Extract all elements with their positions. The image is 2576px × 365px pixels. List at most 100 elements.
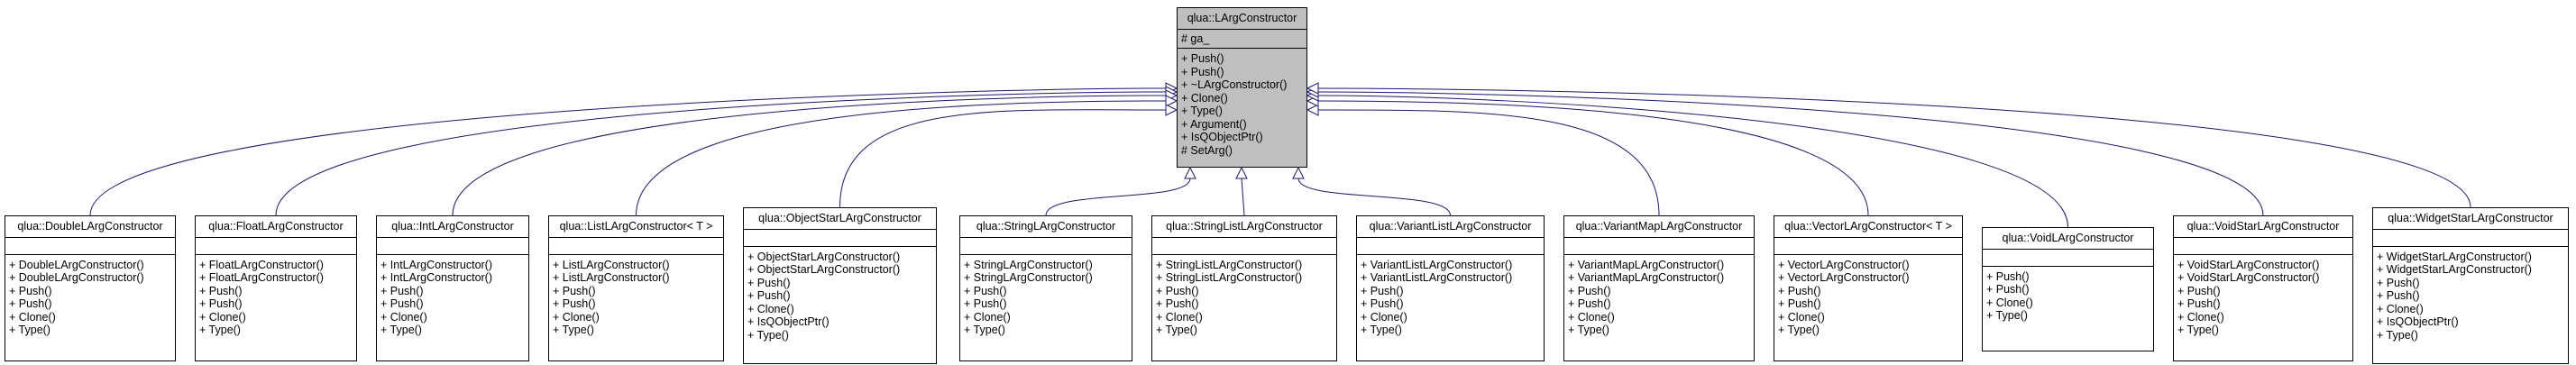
class-box-derived[interactable]: qlua::StringLArgConstructor+ StringLArgC… <box>959 215 1132 361</box>
method-line: + ObjectStarLArgConstructor() <box>747 263 901 276</box>
method-line: + Clone() <box>2377 302 2424 315</box>
method-line: + Push() <box>1156 297 1199 310</box>
inheritance-edge <box>1317 109 1660 216</box>
class-attributes <box>549 238 723 255</box>
class-attributes <box>1983 250 2153 267</box>
method-line: + Type() <box>1986 309 2028 322</box>
class-box-derived[interactable]: qlua::DoubleLArgConstructor+ DoubleLArgC… <box>5 215 176 361</box>
method-line: + Clone() <box>9 310 56 324</box>
method-line: + Type() <box>747 328 789 342</box>
inheritance-edge <box>275 91 1167 216</box>
method-line: + Type() <box>1181 105 1223 117</box>
inheritance-edge <box>1317 87 2471 208</box>
method-line: + DoubleLArgConstructor() <box>9 258 144 271</box>
method-line: + StringLArgConstructor() <box>964 258 1093 271</box>
class-methods: + StringListLArgConstructor()+ StringLis… <box>1152 255 1336 340</box>
method-line: + Type() <box>1361 324 1402 336</box>
method-line: + Push() <box>747 276 791 289</box>
method-line: + ListLArgConstructor() <box>553 258 670 271</box>
inheritance-edge <box>1297 178 1451 216</box>
method-line: + Type() <box>964 324 1005 336</box>
class-title: qlua::VariantMapLArgConstructor <box>1564 216 1754 238</box>
method-line: + Clone() <box>1156 310 1203 324</box>
method-line: + Push() <box>9 284 52 297</box>
method-line: + VariantListLArgConstructor() <box>1361 258 1513 271</box>
class-box-derived[interactable]: qlua::VectorLArgConstructor< T >+ Vector… <box>1774 215 1963 361</box>
method-line: + IsQObjectPtr() <box>747 315 830 328</box>
class-attributes <box>377 238 528 255</box>
method-line: # SetArg() <box>1181 143 1233 157</box>
class-attributes <box>1357 238 1544 255</box>
class-methods: + VariantListLArgConstructor()+ VariantL… <box>1357 255 1544 340</box>
method-line: + Clone() <box>2177 310 2224 324</box>
class-box-derived[interactable]: qlua::IntLArgConstructor+ IntLArgConstru… <box>376 215 529 361</box>
method-line: + VectorLArgConstructor() <box>1778 271 1910 284</box>
method-line: + Push() <box>1361 297 1404 310</box>
inheritance-arrowhead <box>1292 166 1305 179</box>
method-line: + Type() <box>553 324 594 336</box>
class-box-base[interactable]: qlua::LArgConstructor # ga_ + Push() + P… <box>1177 7 1307 168</box>
method-line: + DoubleLArgConstructor() <box>9 271 144 284</box>
class-title: qlua::VectorLArgConstructor< T > <box>1774 216 1962 238</box>
method-line: + Push() <box>1361 284 1404 297</box>
method-line: + Push() <box>199 297 243 310</box>
method-line: + Push() <box>1181 65 1224 78</box>
method-line: + Type() <box>1156 324 1197 336</box>
class-box-derived[interactable]: qlua::VariantMapLArgConstructor+ Variant… <box>1563 215 1755 361</box>
class-box-derived[interactable]: qlua::ListLArgConstructor< T >+ ListLArg… <box>548 215 724 361</box>
method-line: + Clone() <box>1361 310 1407 324</box>
inheritance-edge <box>636 100 1167 216</box>
inheritance-edge <box>1317 95 2068 228</box>
method-line: + Push() <box>199 284 243 297</box>
method-line: + FloatLArgConstructor() <box>199 271 324 284</box>
inheritance-arrowhead <box>1184 166 1196 179</box>
method-line: + Clone() <box>380 310 427 324</box>
inheritance-edge <box>1317 91 2264 216</box>
inheritance-edge <box>89 87 1167 216</box>
method-line: + Type() <box>380 324 422 336</box>
inheritance-arrowhead <box>1165 95 1178 107</box>
method-line: + ~LArgConstructor() <box>1181 78 1288 91</box>
class-box-derived[interactable]: qlua::ObjectStarLArgConstructor+ ObjectS… <box>743 207 937 364</box>
method-line: + IntLArgConstructor() <box>380 258 493 271</box>
method-line: + FloatLArgConstructor() <box>199 258 324 271</box>
class-methods: + IntLArgConstructor()+ IntLArgConstruct… <box>377 255 528 340</box>
class-title: qlua::VariantListLArgConstructor <box>1357 216 1544 238</box>
inheritance-arrowhead <box>1235 166 1248 179</box>
class-box-derived[interactable]: qlua::VoidLArgConstructor+ Push()+ Push(… <box>1982 227 2154 351</box>
attribute-line: # ga_ <box>1181 32 1210 45</box>
class-box-derived[interactable]: qlua::VariantListLArgConstructor+ Varian… <box>1356 215 1545 361</box>
method-line: + Type() <box>2177 324 2219 336</box>
method-line: + Clone() <box>1986 296 2033 309</box>
method-line: + Clone() <box>553 310 600 324</box>
class-attributes <box>196 238 356 255</box>
class-box-derived[interactable]: qlua::VoidStarLArgConstructor+ VoidStarL… <box>2173 215 2353 361</box>
method-line: + VoidStarLArgConstructor() <box>2177 258 2320 271</box>
class-methods: + FloatLArgConstructor()+ FloatLArgConst… <box>196 255 356 340</box>
method-line: + VariantMapLArgConstructor() <box>1568 258 1725 271</box>
method-line: + WidgetStarLArgConstructor() <box>2377 250 2532 263</box>
inheritance-arrowhead <box>1306 104 1319 116</box>
method-line: + Type() <box>199 324 241 336</box>
method-line: + VoidStarLArgConstructor() <box>2177 271 2320 284</box>
class-box-derived[interactable]: qlua::WidgetStarLArgConstructor+ WidgetS… <box>2372 207 2569 364</box>
class-title: qlua::IntLArgConstructor <box>377 216 528 238</box>
class-box-derived[interactable]: qlua::StringListLArgConstructor+ StringL… <box>1151 215 1337 361</box>
method-line: + VectorLArgConstructor() <box>1778 258 1910 271</box>
class-methods: + VoidStarLArgConstructor()+ VoidStarLAr… <box>2174 255 2352 340</box>
class-box-derived[interactable]: qlua::FloatLArgConstructor+ FloatLArgCon… <box>195 215 357 361</box>
class-title: qlua::ObjectStarLArgConstructor <box>744 208 936 230</box>
class-methods: + StringLArgConstructor()+ StringLArgCon… <box>960 255 1132 340</box>
class-title: qlua::ListLArgConstructor< T > <box>549 216 723 238</box>
class-attributes <box>1152 238 1336 255</box>
method-line: + Push() <box>2177 297 2221 310</box>
class-attributes: # ga_ <box>1178 30 1306 49</box>
class-title: qlua::VoidStarLArgConstructor <box>2174 216 2352 238</box>
method-line: + Clone() <box>747 302 794 315</box>
method-line: + Push() <box>1778 297 1821 310</box>
class-title: qlua::DoubleLArgConstructor <box>5 216 175 238</box>
method-line: + Push() <box>380 297 424 310</box>
inheritance-edge <box>1045 178 1191 216</box>
method-line: + Push() <box>1986 283 2030 296</box>
